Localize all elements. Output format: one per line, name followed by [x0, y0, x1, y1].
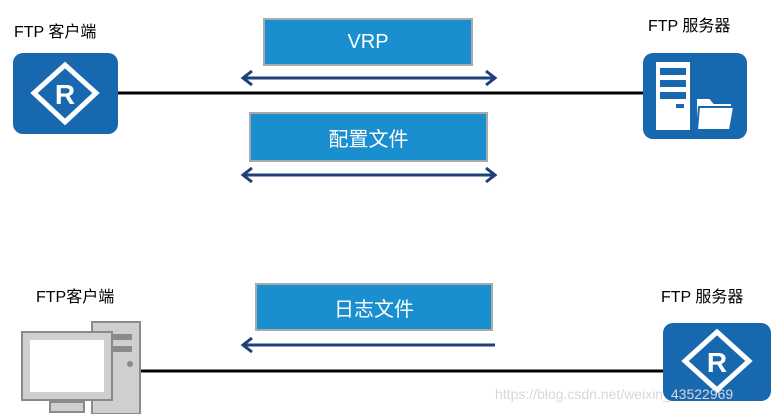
- ftp-client-label-bottom: FTP客户端: [36, 289, 115, 306]
- bidirectional-arrow-2: [240, 166, 498, 184]
- ftp-client-label-top: FTP 客户端: [14, 24, 97, 41]
- pc-icon: [20, 320, 142, 415]
- ftp-server-label-bottom: FTP 服务器: [661, 289, 744, 306]
- transfer-box-config-file: 配置文件: [249, 112, 488, 162]
- ftp-server-label-top: FTP 服务器: [648, 18, 731, 35]
- router-glyph: R: [55, 79, 75, 110]
- bidirectional-arrow-1: [240, 69, 498, 87]
- server-icon: [642, 52, 748, 140]
- router-icon-server: R: [662, 322, 772, 402]
- transfer-box-log-file: 日志文件: [255, 283, 493, 331]
- left-arrow: [240, 336, 495, 354]
- watermark: https://blog.csdn.net/weixin_43522969: [495, 386, 734, 402]
- router-glyph: R: [707, 347, 727, 378]
- transfer-box-vrp: VRP: [263, 18, 473, 66]
- router-icon-client: R: [12, 52, 119, 135]
